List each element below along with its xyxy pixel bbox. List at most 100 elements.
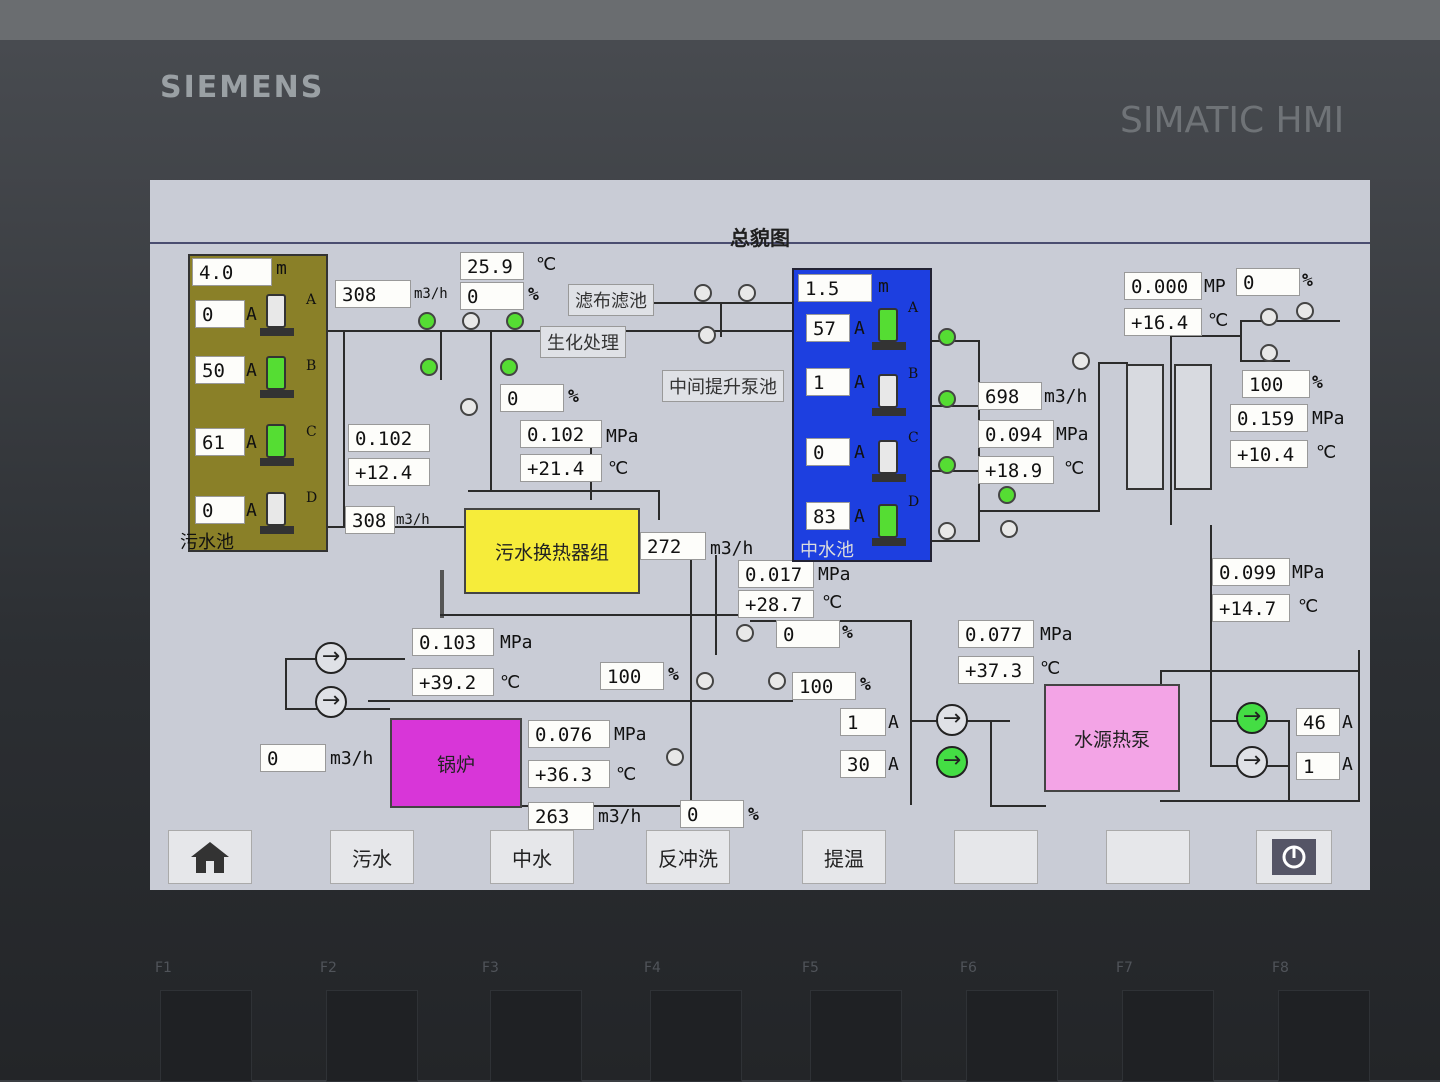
pump-id-b: B [908, 366, 919, 382]
top-right-pressure-unit: MP [1204, 276, 1226, 297]
reclaimed-pump-a[interactable] [872, 304, 906, 350]
reclaimed-level-value: 1.5 [798, 274, 872, 302]
pipe [1170, 335, 1172, 525]
fkey-f8[interactable] [1278, 990, 1370, 1082]
valve-status-indicator[interactable] [460, 398, 478, 416]
circulation-pump-icon[interactable]: → [315, 642, 347, 674]
fkey-f1[interactable] [160, 990, 252, 1082]
fkey-f5[interactable] [810, 990, 902, 1082]
fkey-f4[interactable] [650, 990, 742, 1082]
pipe [1098, 362, 1128, 364]
valve-status-indicator[interactable] [938, 456, 956, 474]
water-source-heat-pump[interactable]: 水源热泵 [1044, 684, 1180, 792]
top-right-pct-value: 0 [1236, 268, 1300, 296]
pipe [658, 490, 660, 520]
mid-pressure-unit: MPa [818, 564, 851, 585]
pct-mid-value: 0 [776, 620, 840, 648]
reclaimed-pump-d[interactable] [872, 500, 906, 546]
boiler-out-pressure-value: 0.076 [528, 720, 610, 748]
boiler-pressure-unit: MPa [500, 632, 533, 653]
pump-right1-unit: A [1342, 712, 1353, 733]
boiler-out-temp-unit: ℃ [616, 764, 637, 785]
fkey-f2[interactable] [326, 990, 418, 1082]
fkey-f3[interactable] [490, 990, 582, 1082]
flow-bottom-unit: m3/h [598, 806, 642, 827]
nav-sewage-button[interactable]: 污水 [330, 830, 414, 884]
sewage-pump-a-unit: A [246, 304, 257, 325]
pump-left2-unit: A [888, 754, 899, 775]
boiler[interactable]: 锅炉 [390, 718, 522, 808]
fkey-f7[interactable] [1122, 990, 1214, 1082]
valve-status-indicator[interactable] [738, 284, 756, 302]
valve-status-indicator[interactable] [694, 284, 712, 302]
power-button[interactable] [1256, 830, 1332, 884]
valve-status-indicator[interactable] [1296, 302, 1314, 320]
valve-status-indicator[interactable] [1000, 520, 1018, 538]
pct-valve-right-value: 100 [792, 672, 856, 700]
valve-status-indicator[interactable] [666, 748, 684, 766]
heat-pump-temp-value: +37.3 [958, 656, 1034, 684]
pipe [440, 330, 442, 380]
sewage-pump-a[interactable] [260, 290, 294, 336]
circulation-pump-icon[interactable]: → [936, 746, 968, 778]
boiler-flow-unit: m3/h [330, 748, 374, 769]
right-low-pressure-unit: MPa [1292, 562, 1325, 583]
sewage-pump-b[interactable] [260, 352, 294, 398]
pct-top-unit: % [528, 284, 539, 305]
pct-valve-left-value: 100 [600, 662, 664, 690]
pipe [285, 658, 287, 708]
nav-reclaimed-button[interactable]: 中水 [490, 830, 574, 884]
pipe [990, 720, 992, 805]
sewage-pump-d[interactable] [260, 488, 294, 534]
valve-status-indicator[interactable] [698, 326, 716, 344]
valve-status-indicator[interactable] [1260, 308, 1278, 326]
pump-id-d: D [306, 490, 318, 506]
hx-flow-unit: m3/h [710, 538, 754, 559]
pipe [910, 620, 912, 805]
valve-status-indicator[interactable] [736, 624, 754, 642]
pipe [468, 490, 658, 492]
valve-status-indicator[interactable] [696, 672, 714, 690]
valve-status-indicator[interactable] [418, 312, 436, 330]
pipe [990, 805, 1046, 807]
nav-backwash-button[interactable]: 反冲洗 [646, 830, 730, 884]
circulation-pump-icon[interactable]: → [1236, 746, 1268, 778]
circulation-pump-icon[interactable]: → [1236, 702, 1268, 734]
fkey-label: F2 [320, 960, 337, 976]
valve-status-indicator[interactable] [998, 486, 1016, 504]
pipe [930, 470, 980, 472]
circulation-pump-icon[interactable]: → [936, 704, 968, 736]
brand-logo: SIEMENS [160, 70, 325, 105]
valve-status-indicator[interactable] [768, 672, 786, 690]
nav-heating-button[interactable]: 提温 [802, 830, 886, 884]
pipe [1358, 650, 1360, 802]
valve-status-indicator[interactable] [462, 312, 480, 330]
valve-status-indicator[interactable] [420, 358, 438, 376]
sewage-heat-exchanger[interactable]: 污水换热器组 [464, 508, 640, 594]
valve-status-indicator[interactable] [1072, 352, 1090, 370]
valve-status-indicator[interactable] [938, 390, 956, 408]
nav-blank-button[interactable] [1106, 830, 1190, 884]
circulation-pump-icon[interactable]: → [315, 686, 347, 718]
fkey-f6[interactable] [966, 990, 1058, 1082]
reclaimed-pump-a-unit: A [854, 318, 865, 339]
valve-status-indicator[interactable] [938, 328, 956, 346]
fkey-label: F8 [1272, 960, 1289, 976]
valve-status-indicator[interactable] [506, 312, 524, 330]
valve-status-indicator[interactable] [1260, 344, 1278, 362]
pipe [640, 302, 890, 304]
reclaimed-pump-b[interactable] [872, 370, 906, 416]
flow-bottom-value: 263 [528, 802, 594, 830]
sewage-pump-c[interactable] [260, 420, 294, 466]
boiler-out-pressure-unit: MPa [614, 724, 647, 745]
right-pressure-unit: MPa [1312, 408, 1345, 429]
pipe [490, 330, 492, 490]
valve-status-indicator[interactable] [938, 522, 956, 540]
reclaimed-pump-c[interactable] [872, 436, 906, 482]
home-button[interactable] [168, 830, 252, 884]
valve-status-indicator[interactable] [500, 358, 518, 376]
mid-temp-unit: ℃ [822, 592, 843, 613]
flow-top-unit: m3/h [414, 286, 448, 302]
nav-blank-button[interactable] [954, 830, 1038, 884]
pct-valve-right-unit: % [860, 674, 871, 695]
